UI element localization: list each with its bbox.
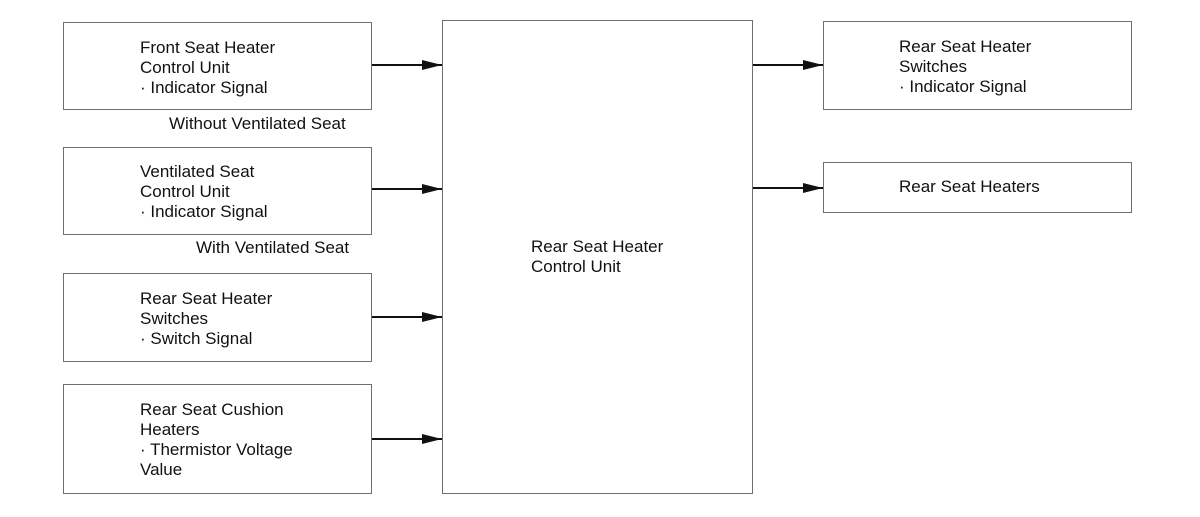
label-line: · Indicator Signal [899, 77, 1027, 96]
label-line: Switches [140, 309, 209, 328]
label-line: Rear Seat Heater [531, 237, 664, 256]
label-line: Rear Seat Heater [899, 37, 1032, 56]
input-box-rear-seat-heater-switches: Rear Seat Heater Switches · Switch Signa… [63, 273, 372, 362]
input-box-front-seat-heater: Front Seat Heater Control Unit · Indicat… [63, 22, 372, 110]
input-box-label: Rear Seat Cushion Heaters · Thermistor V… [140, 400, 293, 480]
label-line: Switches [899, 57, 968, 76]
label-line: Rear Seat Heater [140, 289, 273, 308]
input-box-label: Rear Seat Heater Switches · Switch Signa… [140, 289, 272, 349]
label-line: Control Unit [140, 182, 230, 201]
label-line: Heaters [140, 420, 200, 439]
output-box-rear-seat-heater-switches: Rear Seat Heater Switches · Indicator Si… [823, 21, 1132, 110]
label-line: Rear Seat Cushion [140, 400, 284, 419]
label-line: · Thermistor Voltage [140, 440, 293, 459]
label-line: · Indicator Signal [140, 202, 268, 221]
input-box-rear-seat-cushion-heaters: Rear Seat Cushion Heaters · Thermistor V… [63, 384, 372, 494]
label-line: Value [140, 460, 183, 479]
center-box-rear-seat-heater-control-unit: Rear Seat Heater Control Unit [442, 20, 753, 494]
output-box-label: Rear Seat Heater Switches · Indicator Si… [899, 37, 1031, 97]
label-line: · Switch Signal [140, 329, 253, 348]
label-line: Front Seat Heater [140, 38, 276, 57]
input-box-label: Front Seat Heater Control Unit · Indicat… [140, 38, 275, 98]
caption-without-ventilated-seat: Without Ventilated Seat [169, 114, 346, 133]
caption-with-ventilated-seat: With Ventilated Seat [196, 238, 350, 257]
label-line: Control Unit [531, 257, 621, 276]
label-line: Control Unit [140, 58, 230, 77]
input-box-ventilated-seat: Ventilated Seat Control Unit · Indicator… [63, 147, 372, 235]
output-box-rear-seat-heaters: Rear Seat Heaters [823, 162, 1132, 213]
input-box-label: Ventilated Seat Control Unit · Indicator… [140, 162, 268, 222]
label-line: · Indicator Signal [140, 78, 268, 97]
center-box-label: Rear Seat Heater Control Unit [531, 237, 663, 277]
output-box-label: Rear Seat Heaters [899, 177, 1040, 197]
label-line: Ventilated Seat [140, 162, 255, 181]
label-line: Rear Seat Heaters [899, 177, 1040, 196]
